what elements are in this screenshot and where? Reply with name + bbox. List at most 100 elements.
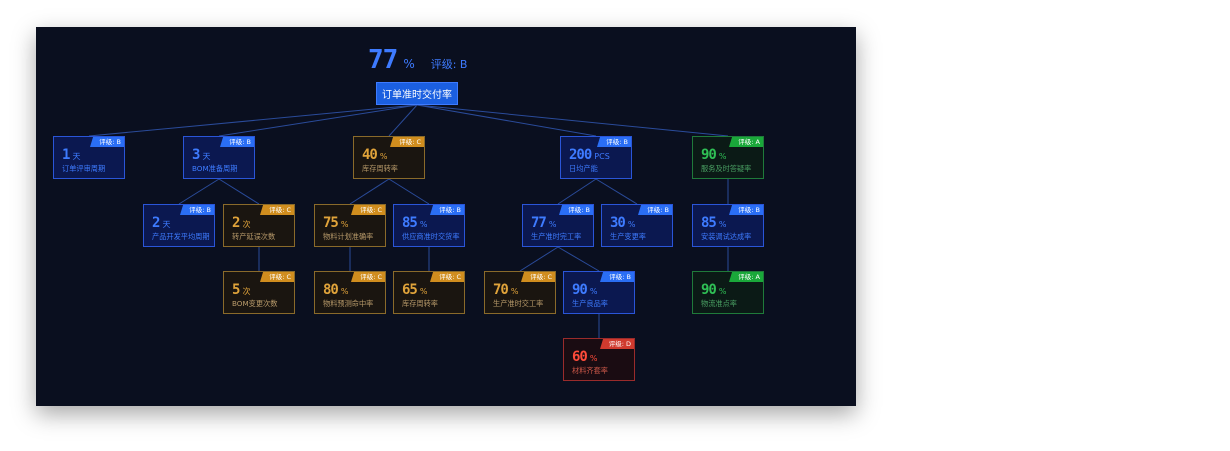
kpi-unit: %	[419, 287, 428, 296]
connector-line	[178, 178, 220, 205]
connector-line	[416, 104, 729, 137]
kpi-value-row: 77%	[531, 215, 556, 231]
kpi-value-row: 90%	[701, 282, 726, 298]
kpi-value-row: 30%	[610, 215, 635, 231]
tree-connectors	[88, 104, 729, 338]
kpi-unit: %	[589, 287, 598, 296]
root-kpi-header: 77 % 评级: B	[368, 45, 467, 75]
kpi-unit: %	[419, 220, 428, 229]
kpi-value: 30	[610, 215, 626, 231]
kpi-label: 物流准点率	[701, 299, 737, 308]
kpi-label: 物料预测命中率	[323, 299, 374, 308]
kpi-value: 1	[62, 147, 71, 163]
kpi-value-row: 90%	[701, 147, 726, 163]
kpi-value-row: 75%	[323, 215, 348, 231]
kpi-unit: %	[510, 287, 519, 296]
connector-line	[388, 104, 418, 137]
kpi-unit: 天	[202, 152, 211, 161]
grade-badge: 评级: B	[90, 137, 124, 147]
grade-badge: 评级: C	[351, 205, 385, 215]
connector-line	[595, 178, 638, 205]
connector-line	[557, 178, 597, 205]
connector-line	[416, 104, 597, 137]
grade-badge: 评级: B	[220, 137, 254, 147]
kpi-value: 200	[569, 147, 592, 163]
kpi-label: 生产良品率	[572, 299, 608, 308]
grade-badge: 评级: B	[729, 205, 763, 215]
kpi-unit: %	[340, 220, 349, 229]
kpi-label: 产品开发平均周期	[152, 232, 210, 241]
kpi-value: 85	[402, 215, 418, 231]
root-grade: 评级: B	[430, 58, 468, 71]
connector-line	[388, 178, 430, 205]
grade-badge: 评级: C	[260, 272, 294, 282]
kpi-label: 材料齐套率	[572, 366, 608, 375]
grade-badge: 评级: B	[180, 205, 214, 215]
kpi-value: 90	[701, 147, 717, 163]
kpi-value: 60	[572, 349, 588, 365]
root-unit: %	[403, 57, 415, 71]
root-kpi-button[interactable]: 订单准时交付率	[376, 82, 458, 105]
connector-line	[349, 178, 390, 205]
kpi-value: 85	[701, 215, 717, 231]
grade-badge: 评级: A	[729, 272, 763, 282]
kpi-label: 服务及时答疑率	[701, 164, 752, 173]
kpi-value-row: 60%	[572, 349, 597, 365]
grade-badge: 评级: B	[600, 272, 634, 282]
kpi-value: 5	[232, 282, 241, 298]
kpi-label: BOM准备周期	[192, 164, 238, 173]
kpi-value-row: 70%	[493, 282, 518, 298]
grade-badge: 评级: B	[559, 205, 593, 215]
grade-badge: 评级: A	[729, 137, 763, 147]
connector-line	[218, 178, 260, 205]
kpi-label: 库存周转率	[362, 164, 398, 173]
kpi-label: 生产变更率	[610, 232, 646, 241]
kpi-unit: %	[340, 287, 349, 296]
kpi-unit: %	[627, 220, 636, 229]
kpi-value: 77	[531, 215, 547, 231]
kpi-value: 65	[402, 282, 418, 298]
kpi-label: 生产准时交工率	[493, 299, 544, 308]
grade-badge: 评级: B	[597, 137, 631, 147]
kpi-unit: 天	[72, 152, 81, 161]
kpi-value: 90	[572, 282, 588, 298]
kpi-value-row: 90%	[572, 282, 597, 298]
kpi-unit: %	[718, 287, 727, 296]
grade-badge: 评级: C	[260, 205, 294, 215]
kpi-value: 40	[362, 147, 378, 163]
kpi-unit: 天	[162, 220, 171, 229]
kpi-unit: 次	[242, 220, 251, 229]
grade-badge: 评级: B	[638, 205, 672, 215]
kpi-value-row: 40%	[362, 147, 387, 163]
kpi-value-row: 85%	[701, 215, 726, 231]
kpi-value-row: 65%	[402, 282, 427, 298]
connector-line	[88, 104, 418, 137]
kpi-value: 90	[701, 282, 717, 298]
grade-badge: 评级: B	[430, 205, 464, 215]
kpi-value: 2	[232, 215, 241, 231]
